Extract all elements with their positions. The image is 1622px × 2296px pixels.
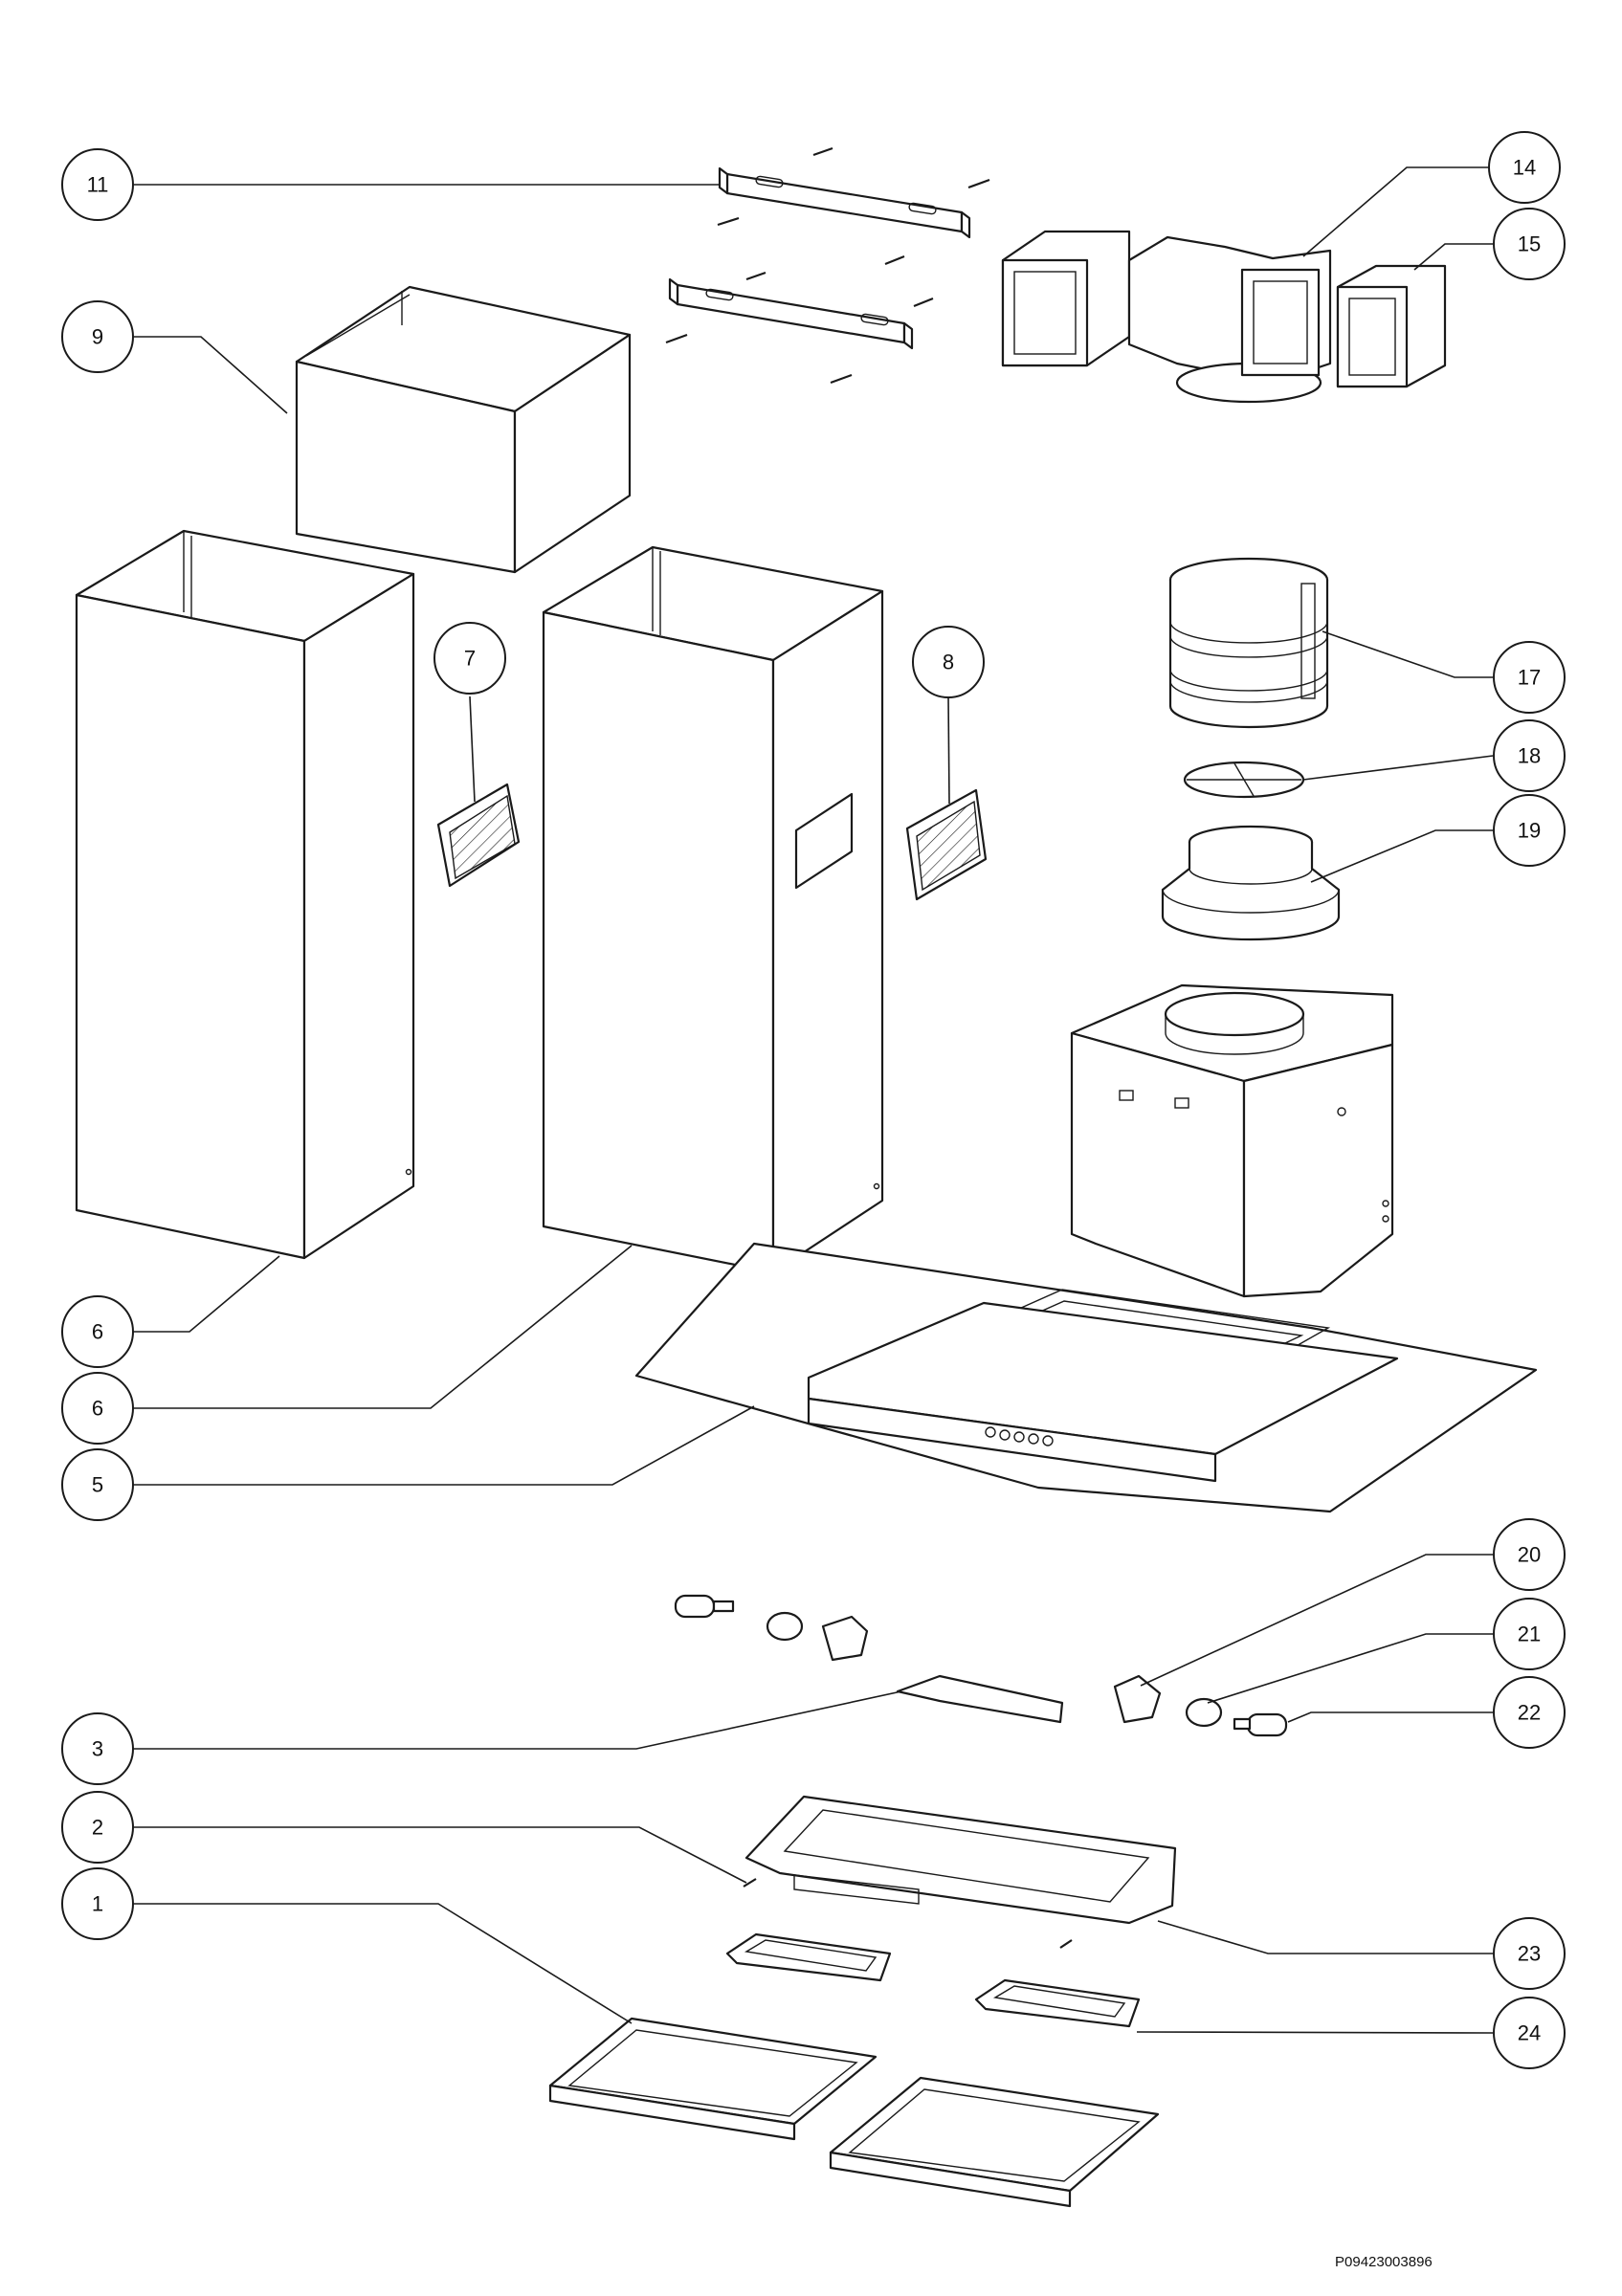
callout-label: 17	[1518, 666, 1541, 690]
callout-label: 6	[92, 1397, 103, 1421]
callout-label: 20	[1518, 1543, 1541, 1567]
grease-filters-part	[548, 2017, 1160, 2208]
callout-24: 24	[1493, 1997, 1566, 2069]
callout-6-upper: 6	[61, 1295, 134, 1368]
callout-label: 11	[87, 173, 109, 197]
callout-label: 1	[92, 1892, 103, 1916]
hood-body-part	[634, 1242, 1538, 1513]
callout-23: 23	[1493, 1917, 1566, 1990]
callout-6-lower: 6	[61, 1372, 134, 1445]
control-tray-part	[744, 1795, 1177, 1925]
callout-label: 19	[1518, 819, 1541, 843]
callout-21: 21	[1493, 1598, 1566, 1670]
callout-label: 24	[1518, 2021, 1541, 2045]
valve-disc-part	[1183, 761, 1305, 799]
callout-label: 8	[943, 651, 954, 674]
callout-label: 22	[1518, 1701, 1541, 1725]
light-covers-part	[725, 1932, 1141, 2028]
filter-pad-8-part	[905, 788, 988, 901]
pin-set-right-part	[1113, 1674, 1288, 1737]
callout-label: 6	[92, 1320, 103, 1344]
chimney-section-left-part	[75, 529, 415, 1260]
leader-lines	[122, 166, 1494, 2034]
callout-2: 2	[61, 1791, 134, 1864]
callout-label: 23	[1518, 1942, 1541, 1966]
callout-3: 3	[61, 1712, 134, 1785]
upper-chimney-part	[295, 285, 632, 574]
small-bracket-part	[896, 1674, 1064, 1724]
callout-label: 18	[1518, 744, 1541, 768]
callout-22: 22	[1493, 1676, 1566, 1749]
callout-15: 15	[1493, 208, 1566, 280]
callout-14: 14	[1488, 131, 1561, 204]
screws-part	[665, 146, 990, 385]
callout-18: 18	[1493, 719, 1566, 792]
small-screws-part	[743, 1878, 1073, 1949]
callout-label: 2	[92, 1816, 103, 1840]
filter-pad-7-part	[436, 783, 521, 888]
document-code: P09423003896	[1335, 2254, 1433, 2270]
callout-label: 15	[1518, 232, 1541, 256]
callout-label: 14	[1513, 156, 1536, 180]
reducer-adapter-part	[1161, 825, 1341, 941]
callout-1: 1	[61, 1867, 134, 1940]
mounting-brackets-part	[668, 166, 971, 350]
callout-5: 5	[61, 1448, 134, 1521]
callout-20: 20	[1493, 1518, 1566, 1591]
callout-7: 7	[433, 622, 506, 695]
collar-clamp-part	[1168, 557, 1329, 729]
callout-17: 17	[1493, 641, 1566, 714]
callout-8: 8	[912, 626, 985, 698]
chimney-section-right-part	[542, 545, 884, 1274]
pin-set-left-part	[674, 1594, 869, 1662]
callout-19: 19	[1493, 794, 1566, 867]
callout-label: 5	[92, 1473, 103, 1497]
callout-label: 3	[92, 1737, 103, 1761]
callout-label: 7	[464, 647, 476, 671]
motor-housing-part	[1070, 983, 1394, 1298]
duct-connectors-part	[1001, 230, 1447, 404]
callout-9: 9	[61, 300, 134, 373]
callout-11: 11	[61, 148, 134, 221]
callout-label: 9	[92, 325, 103, 349]
callout-label: 21	[1518, 1623, 1541, 1646]
